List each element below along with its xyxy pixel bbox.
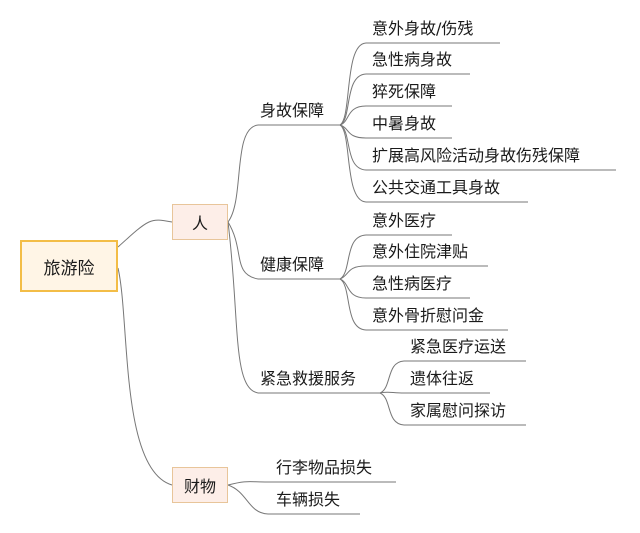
leaf-item: 紧急医疗运送 <box>410 337 507 356</box>
leaf-item: 家属慰问探访 <box>410 401 507 420</box>
leaf-item: 急性病医疗 <box>372 274 453 293</box>
root-node: 旅游险 <box>20 240 118 292</box>
branch-property: 财物 <box>172 467 228 503</box>
leaf-item: 车辆损失 <box>276 490 341 509</box>
leaf-item: 遗体往返 <box>410 369 475 388</box>
root-label: 旅游险 <box>43 258 95 279</box>
leaf-item: 急性病身故 <box>372 50 453 69</box>
leaf-item: 意外医疗 <box>372 211 437 230</box>
leaf-item: 意外住院津贴 <box>372 242 469 261</box>
leaf-item: 行李物品损失 <box>276 458 373 477</box>
branch-person: 人 <box>172 204 228 240</box>
group-emergency-rescue: 紧急救援服务 <box>260 369 357 388</box>
group-health-coverage: 健康保障 <box>260 255 325 274</box>
leaf-item: 公共交通工具身故 <box>372 178 501 197</box>
branch-property-label: 财物 <box>183 477 216 496</box>
leaf-item: 意外身故/伤残 <box>372 19 474 38</box>
leaf-item: 意外骨折慰问金 <box>372 306 485 325</box>
group-death-coverage: 身故保障 <box>260 101 325 120</box>
leaf-item: 猝死保障 <box>372 82 437 101</box>
branch-person-label: 人 <box>191 214 208 233</box>
leaf-item: 中暑身故 <box>372 114 437 133</box>
leaf-item: 扩展高风险活动身故伤残保障 <box>372 146 581 165</box>
